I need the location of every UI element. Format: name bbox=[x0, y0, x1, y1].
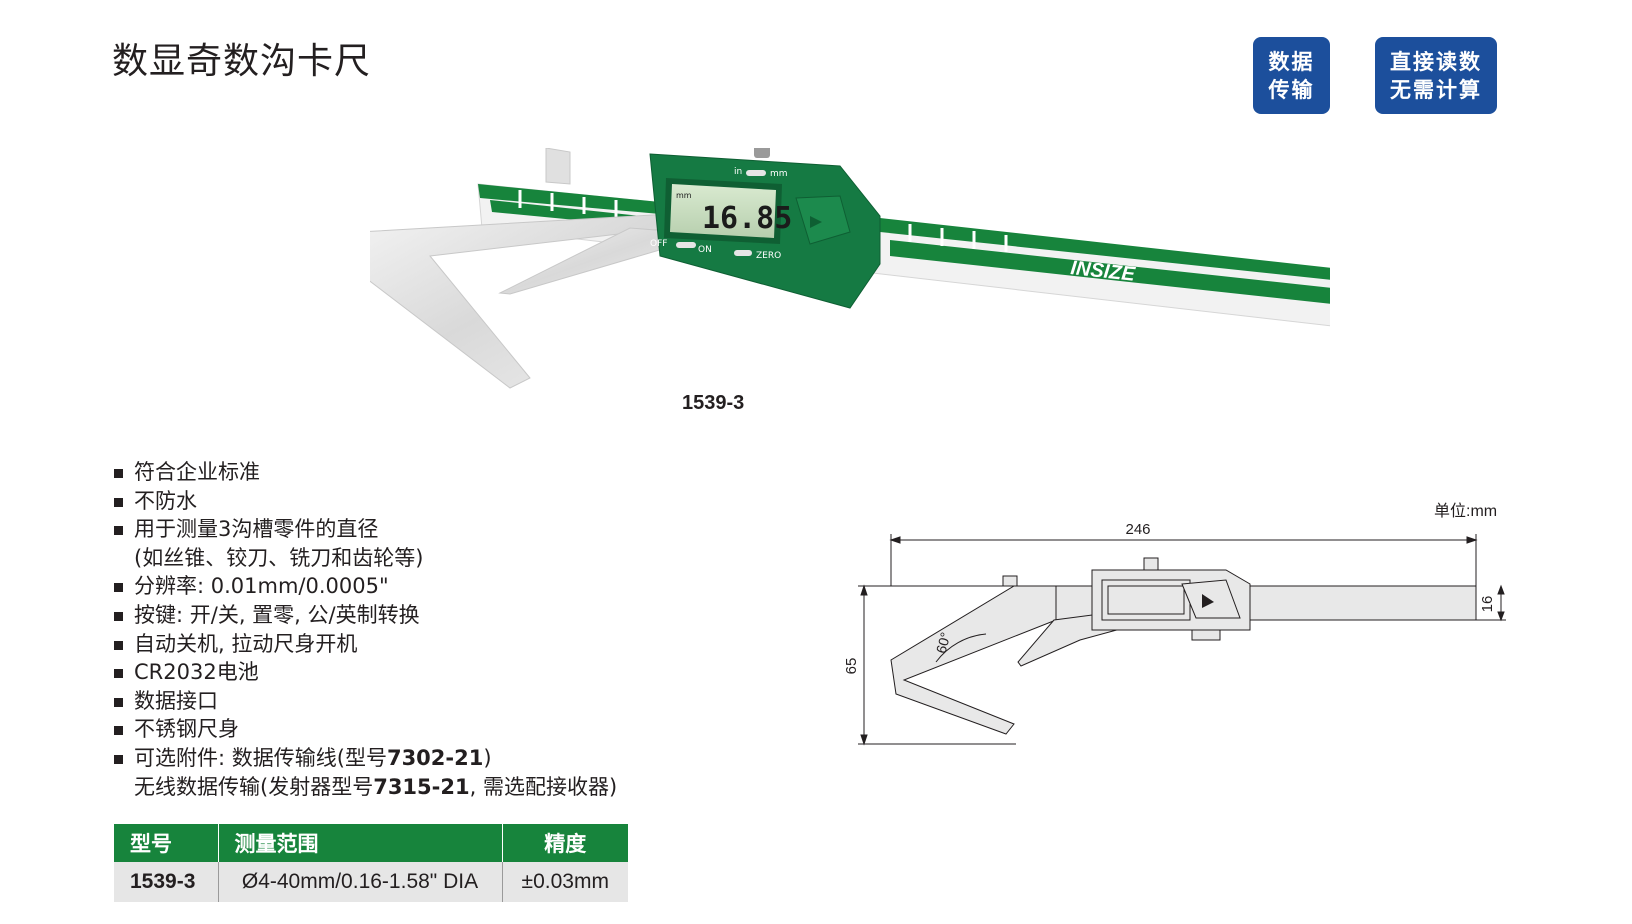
on-label: ON bbox=[698, 245, 712, 255]
accessory-model: 7315-21 bbox=[373, 774, 470, 799]
bullet-icon bbox=[114, 697, 123, 707]
feature-list: 符合企业标准 不防水 用于测量3沟槽零件的直径 (如丝锥、铰刀、铣刀和齿轮等) 分… bbox=[112, 458, 617, 801]
bullet-icon bbox=[114, 526, 123, 536]
unit-label: 单位:mm bbox=[1434, 503, 1498, 520]
feature-text: 分辨率: 0.01mm/0.0005" bbox=[134, 574, 389, 599]
page-title: 数显奇数沟卡尺 bbox=[112, 41, 372, 82]
feature-item: CR2032电池 bbox=[112, 658, 617, 687]
bullet-icon bbox=[114, 669, 123, 679]
bullet-icon bbox=[114, 497, 123, 507]
feature-text: 不防水 bbox=[134, 488, 197, 513]
badge-line: 传输 bbox=[1268, 77, 1315, 102]
feature-text: ) bbox=[483, 745, 492, 770]
dim-angle-label: 60° bbox=[933, 630, 954, 655]
feature-text: 按键: 开/关, 置零, 公/英制转换 bbox=[134, 602, 420, 627]
direct-reading-badge: 直接读数 无需计算 bbox=[1375, 37, 1497, 114]
badge-line: 数据 bbox=[1268, 49, 1315, 74]
feature-item: 自动关机, 拉动尺身开机 bbox=[112, 630, 617, 659]
dimension-drawing: 246 65 16 60° bbox=[843, 521, 1506, 746]
feature-text: 自动关机, 拉动尺身开机 bbox=[134, 631, 358, 656]
feature-item: 符合企业标准 bbox=[112, 458, 617, 487]
feature-text: 无线数据传输(发射器型号 bbox=[134, 774, 374, 799]
dim-length-label: 246 bbox=[1125, 521, 1150, 538]
in-label: in bbox=[734, 167, 742, 177]
feature-item: 不防水 bbox=[112, 487, 617, 516]
dim-height-label: 65 bbox=[843, 658, 860, 675]
feature-text-continued: (如丝锥、铰刀、铣刀和齿轮等) bbox=[134, 545, 424, 570]
feature-item: 可选附件: 数据传输线(型号7302-21) 无线数据传输(发射器型号7315-2… bbox=[112, 744, 617, 801]
badge-line: 无需计算 bbox=[1390, 77, 1482, 102]
off-label: OFF bbox=[650, 239, 667, 249]
bullet-icon bbox=[114, 469, 123, 478]
on-off-button bbox=[676, 242, 696, 248]
header-model: 型号 bbox=[114, 824, 219, 862]
data-transfer-badge: 数据 传输 bbox=[1253, 37, 1330, 114]
cell-range: Ø4-40mm/0.16-1.58" DIA bbox=[218, 862, 503, 902]
feature-text: 不锈钢尺身 bbox=[134, 717, 239, 742]
caliper-product-image: INSIZE 16.85 mm in mm OFF ON ZERO bbox=[370, 148, 1330, 389]
bullet-icon bbox=[114, 754, 123, 764]
zero-button bbox=[734, 250, 752, 256]
mm-label: mm bbox=[770, 169, 788, 179]
zero-label: ZERO bbox=[756, 251, 781, 261]
dim-beam-label: 16 bbox=[1479, 596, 1496, 613]
in-mm-button bbox=[746, 170, 766, 176]
table-header-row: 型号 测量范围 精度 bbox=[114, 824, 628, 862]
thumb-wheel-icon bbox=[1143, 557, 1159, 571]
feature-text: CR2032电池 bbox=[134, 660, 259, 685]
feature-item: 不锈钢尺身 bbox=[112, 715, 617, 744]
bullet-icon bbox=[114, 726, 123, 736]
product-model-caption: 1539-3 bbox=[682, 392, 745, 414]
badge-line: 直接读数 bbox=[1390, 49, 1482, 74]
feature-text: , 需选配接收器) bbox=[469, 774, 618, 799]
table-row: 1539-3 Ø4-40mm/0.16-1.58" DIA ±0.03mm bbox=[114, 862, 628, 902]
feature-text-continued: 无线数据传输(发射器型号7315-21, 需选配接收器) bbox=[134, 773, 617, 802]
data-port-icon bbox=[810, 216, 822, 228]
accessory-model: 7302-21 bbox=[386, 745, 484, 770]
header-range: 测量范围 bbox=[218, 824, 503, 862]
feature-text: 符合企业标准 bbox=[134, 460, 260, 484]
cell-accuracy: ±0.03mm bbox=[502, 862, 628, 902]
feature-item: 数据接口 bbox=[112, 687, 617, 716]
feature-item: 分辨率: 0.01mm/0.0005" bbox=[112, 572, 617, 601]
cell-model: 1539-3 bbox=[114, 862, 219, 902]
bullet-icon bbox=[114, 583, 123, 593]
feature-text: 用于测量3沟槽零件的直径 bbox=[134, 517, 379, 542]
lcd-unit: mm bbox=[676, 191, 692, 200]
lcd-reading: 16.85 bbox=[702, 201, 792, 236]
feature-text: 可选附件: 数据传输线(型号 bbox=[134, 745, 387, 770]
feature-text: 数据接口 bbox=[134, 688, 218, 713]
feature-item: 按键: 开/关, 置零, 公/英制转换 bbox=[112, 601, 617, 630]
feature-item: 用于测量3沟槽零件的直径 (如丝锥、铰刀、铣刀和齿轮等) bbox=[112, 515, 617, 572]
bullet-icon bbox=[114, 611, 123, 621]
header-accuracy: 精度 bbox=[502, 824, 628, 862]
thumb-wheel-icon bbox=[754, 148, 770, 158]
spec-table: 型号 测量范围 精度 1539-3 Ø4-40mm/0.16-1.58" DIA… bbox=[114, 824, 628, 902]
data-port-icon bbox=[1202, 594, 1214, 608]
bullet-icon bbox=[114, 640, 123, 650]
